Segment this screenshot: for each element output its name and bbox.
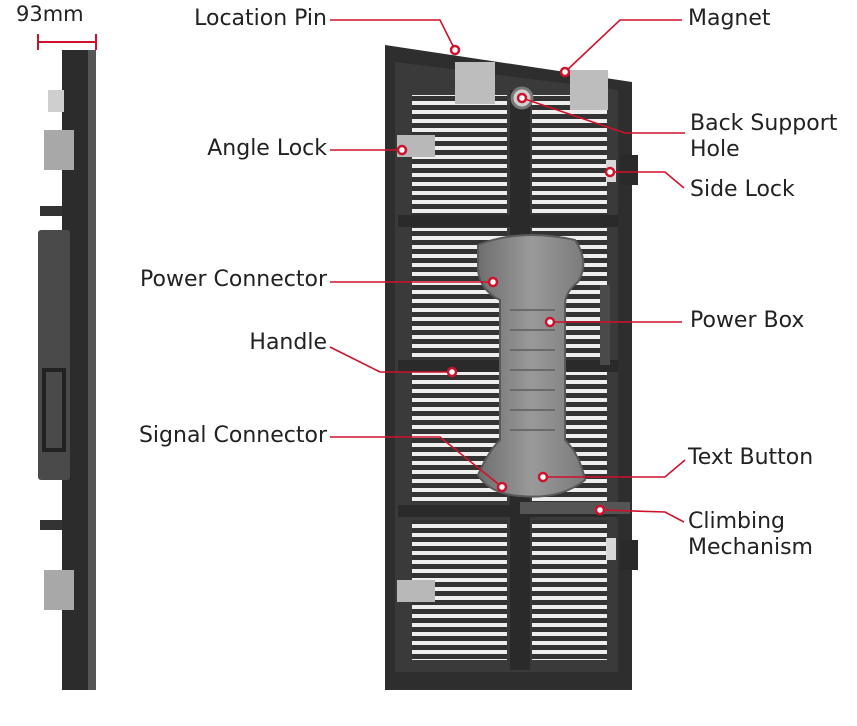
dimension-label: 93mm <box>16 2 84 26</box>
climbing-bar <box>520 502 630 514</box>
label-text-button: Text Button <box>688 445 814 470</box>
label-location-pin: Location Pin <box>194 6 327 31</box>
label-power-box: Power Box <box>690 308 805 333</box>
leader-side-lock <box>610 171 685 189</box>
leader-back-support <box>521 97 685 134</box>
leader-text-button <box>543 459 686 478</box>
power-box-shape <box>476 234 587 498</box>
label-climbing-1: Climbing <box>688 509 786 534</box>
side-view <box>37 34 97 690</box>
label-signal-connector: Signal Connector <box>138 423 327 448</box>
leader-signal-connector <box>330 436 503 488</box>
top-bracket-left <box>455 62 495 104</box>
label-side-lock: Side Lock <box>690 177 795 202</box>
leader-magnet <box>564 19 682 73</box>
cabinet-back-view <box>385 45 638 690</box>
leader-climbing <box>599 509 685 523</box>
label-back-support-1: Back Support <box>690 111 838 136</box>
label-back-support-2: Hole <box>690 137 740 162</box>
label-climbing-2: Mechanism <box>688 535 813 560</box>
label-handle: Handle <box>249 330 327 355</box>
label-magnet: Magnet <box>688 6 771 31</box>
leader-dots <box>396 44 616 516</box>
leader-handle <box>329 346 452 373</box>
label-angle-lock: Angle Lock <box>207 136 327 161</box>
leader-lines <box>329 19 686 523</box>
leader-location-pin <box>330 19 456 51</box>
top-bracket-right <box>570 70 608 110</box>
label-power-connector: Power Connector <box>140 267 327 292</box>
